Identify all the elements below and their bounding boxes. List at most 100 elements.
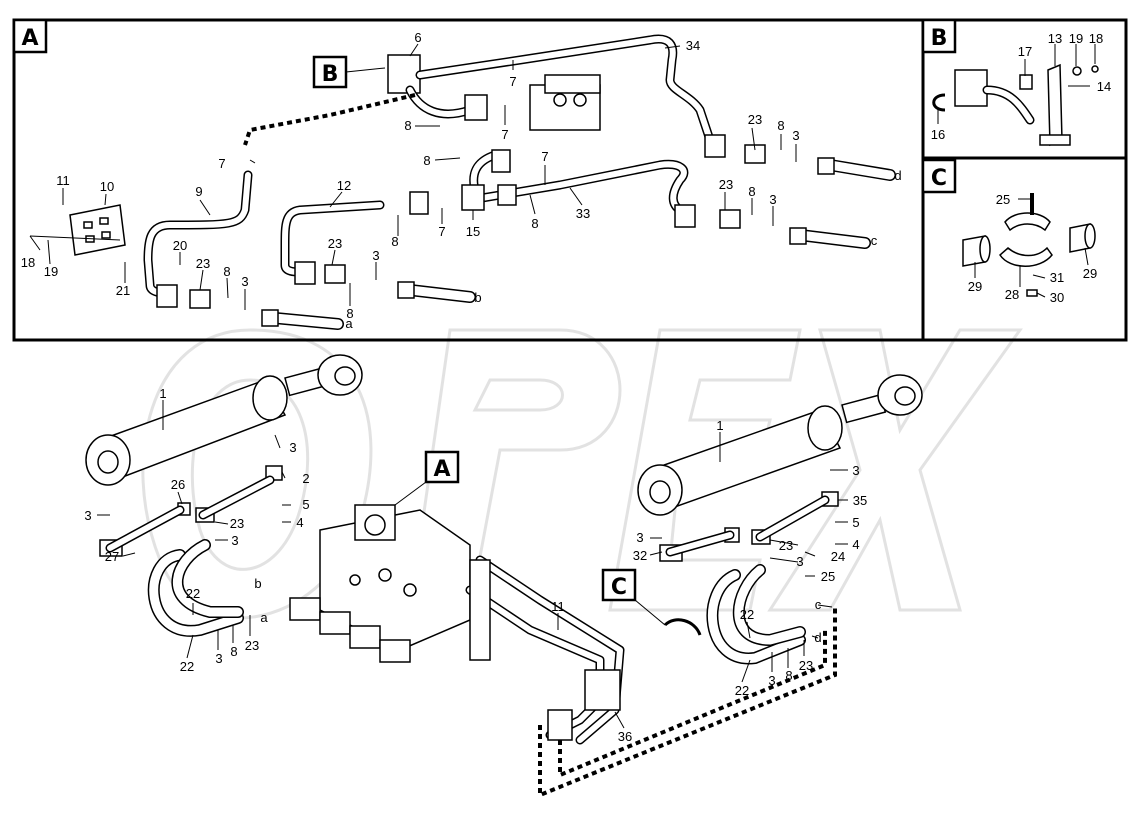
panel-b: B 13 19 18 17 14 16 xyxy=(921,18,1128,160)
dashed-link-a xyxy=(243,93,416,146)
panel-c-frame xyxy=(921,156,1128,342)
flange-half xyxy=(464,94,488,121)
label-19: 19 xyxy=(44,264,58,279)
label-1: 1 xyxy=(159,386,166,401)
bracket-10 xyxy=(69,204,126,256)
panel-a: A B xyxy=(12,18,925,342)
clamp-28 xyxy=(999,246,1053,267)
panel-a-labels: 6 34 7 7 8 7 8 7 23 8 3 d 11 10 9 12 33 … xyxy=(21,30,902,331)
panel-a-tag: A xyxy=(21,26,38,51)
callout-c-box xyxy=(601,568,637,602)
mounting-bracket xyxy=(469,559,491,661)
main-assembly: A C xyxy=(84,354,923,798)
label-21: 21 xyxy=(116,283,130,298)
label-c: c xyxy=(871,233,878,248)
label-20: 20 xyxy=(173,238,187,253)
nut-18 xyxy=(1091,65,1099,73)
label-3: 3 xyxy=(289,440,296,455)
label-23: 23 xyxy=(748,112,762,127)
panel-b-tag-box xyxy=(921,18,957,54)
control-valve-main xyxy=(289,504,471,663)
hydraulic-cylinder-right xyxy=(637,374,923,516)
nut-30 xyxy=(1026,289,1038,297)
label-7: 7 xyxy=(501,127,508,142)
label-11: 11 xyxy=(551,599,565,614)
label-23: 23 xyxy=(799,658,813,673)
label-16: 16 xyxy=(931,127,945,142)
label-25: 25 xyxy=(996,192,1010,207)
label-8: 8 xyxy=(777,118,784,133)
label-22: 22 xyxy=(735,683,749,698)
fitting-15 xyxy=(461,184,485,211)
callout-b-arrow xyxy=(345,67,386,73)
label-28: 28 xyxy=(1005,287,1019,302)
clamp-c-mark xyxy=(663,618,702,636)
label-3: 3 xyxy=(796,554,803,569)
label-25: 25 xyxy=(821,569,835,584)
block-b xyxy=(954,69,988,107)
label-3: 3 xyxy=(852,463,859,478)
label-10: 10 xyxy=(100,179,114,194)
fitting-block-6 xyxy=(387,54,421,94)
label-d: d xyxy=(894,168,901,183)
main-leaders xyxy=(97,400,848,729)
washer-19 xyxy=(1072,66,1082,76)
label-13: 13 xyxy=(1048,31,1062,46)
callout-a-arrow xyxy=(394,481,427,506)
panel-a-leaders xyxy=(29,43,797,310)
label-6: 6 xyxy=(414,30,421,45)
label-32: 32 xyxy=(633,548,647,563)
label-19: 19 xyxy=(1069,31,1083,46)
label-11: 11 xyxy=(56,173,70,188)
main-labels: 1 3 2 5 4 26 3 23 3 27 b 22 a 22 3 8 23 … xyxy=(84,386,867,744)
label-2: 2 xyxy=(302,471,309,486)
label-23: 23 xyxy=(779,538,793,553)
label-b: b xyxy=(254,576,261,591)
bolt-25 xyxy=(1030,193,1034,215)
label-8: 8 xyxy=(230,644,237,659)
label-18: 18 xyxy=(21,255,35,270)
label-3: 3 xyxy=(241,274,248,289)
label-3: 3 xyxy=(84,508,91,523)
label-a: a xyxy=(260,610,268,625)
label-26: 26 xyxy=(171,477,185,492)
callout-a-box xyxy=(424,450,460,484)
label-14: 14 xyxy=(1097,79,1111,94)
label-c: c xyxy=(815,597,822,612)
label-12: 12 xyxy=(337,178,351,193)
label-31: 31 xyxy=(1050,270,1064,285)
label-5: 5 xyxy=(302,497,309,512)
label-23: 23 xyxy=(328,236,342,251)
bracket-13 xyxy=(1047,63,1063,147)
dashed-link-c xyxy=(538,605,837,798)
label-8: 8 xyxy=(531,216,538,231)
panel-b-tag: B xyxy=(931,26,948,51)
label-3: 3 xyxy=(792,128,799,143)
clamp-17 xyxy=(1019,74,1033,90)
label-29: 29 xyxy=(1083,266,1097,281)
label-1: 1 xyxy=(716,418,723,433)
label-7: 7 xyxy=(509,74,516,89)
label-23: 23 xyxy=(719,177,733,192)
label-29: 29 xyxy=(968,279,982,294)
panel-a-tag-box xyxy=(12,18,48,54)
label-3: 3 xyxy=(215,651,222,666)
label-8: 8 xyxy=(223,264,230,279)
label-18: 18 xyxy=(1089,31,1103,46)
label-23: 23 xyxy=(245,638,259,653)
callout-a-letter: A xyxy=(433,457,450,482)
label-27: 27 xyxy=(105,549,119,564)
label-5: 5 xyxy=(852,515,859,530)
label-a: a xyxy=(345,316,353,331)
clamp-half-top xyxy=(1004,212,1051,232)
label-9: 9 xyxy=(195,184,202,199)
control-valve-small xyxy=(529,74,601,131)
label-35: 35 xyxy=(853,493,867,508)
hydraulic-cylinder-left xyxy=(85,354,363,486)
label-8: 8 xyxy=(748,184,755,199)
label-33: 33 xyxy=(576,206,590,221)
callout-b-box xyxy=(312,55,348,89)
label-24: 24 xyxy=(831,549,845,564)
